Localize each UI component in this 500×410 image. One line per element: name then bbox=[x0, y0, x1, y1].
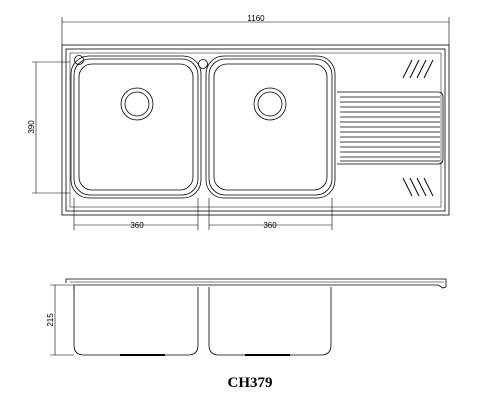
sink-outline bbox=[61, 44, 450, 216]
side-bowl-right bbox=[208, 287, 332, 356]
dim-left-bowl-width bbox=[73, 198, 199, 230]
model-number: CH379 bbox=[227, 375, 273, 391]
dim-right-bowl-width-label: 360 bbox=[263, 221, 277, 230]
dim-depth bbox=[32, 61, 70, 194]
drainboard bbox=[337, 91, 444, 165]
left-bowl bbox=[70, 55, 202, 199]
side-bowl-left bbox=[73, 287, 199, 356]
tap-hole-center bbox=[198, 59, 208, 69]
dim-bowl-height bbox=[50, 284, 74, 356]
dim-depth-label: 390 bbox=[27, 120, 36, 134]
side-view bbox=[50, 278, 447, 356]
overflow-slots-bottom bbox=[402, 177, 434, 197]
dim-overall-width-label: 1160 bbox=[247, 14, 265, 23]
drain-left bbox=[120, 87, 154, 121]
side-rim bbox=[65, 278, 447, 289]
dim-bowl-height-label: 215 bbox=[46, 313, 55, 327]
dim-overall-width bbox=[61, 17, 450, 45]
plan-view bbox=[32, 17, 450, 230]
dim-right-bowl-width bbox=[208, 198, 333, 230]
right-bowl bbox=[205, 55, 336, 199]
overflow-slots-top bbox=[402, 59, 434, 79]
dim-left-bowl-width-label: 360 bbox=[130, 221, 144, 230]
drain-right bbox=[253, 87, 287, 121]
